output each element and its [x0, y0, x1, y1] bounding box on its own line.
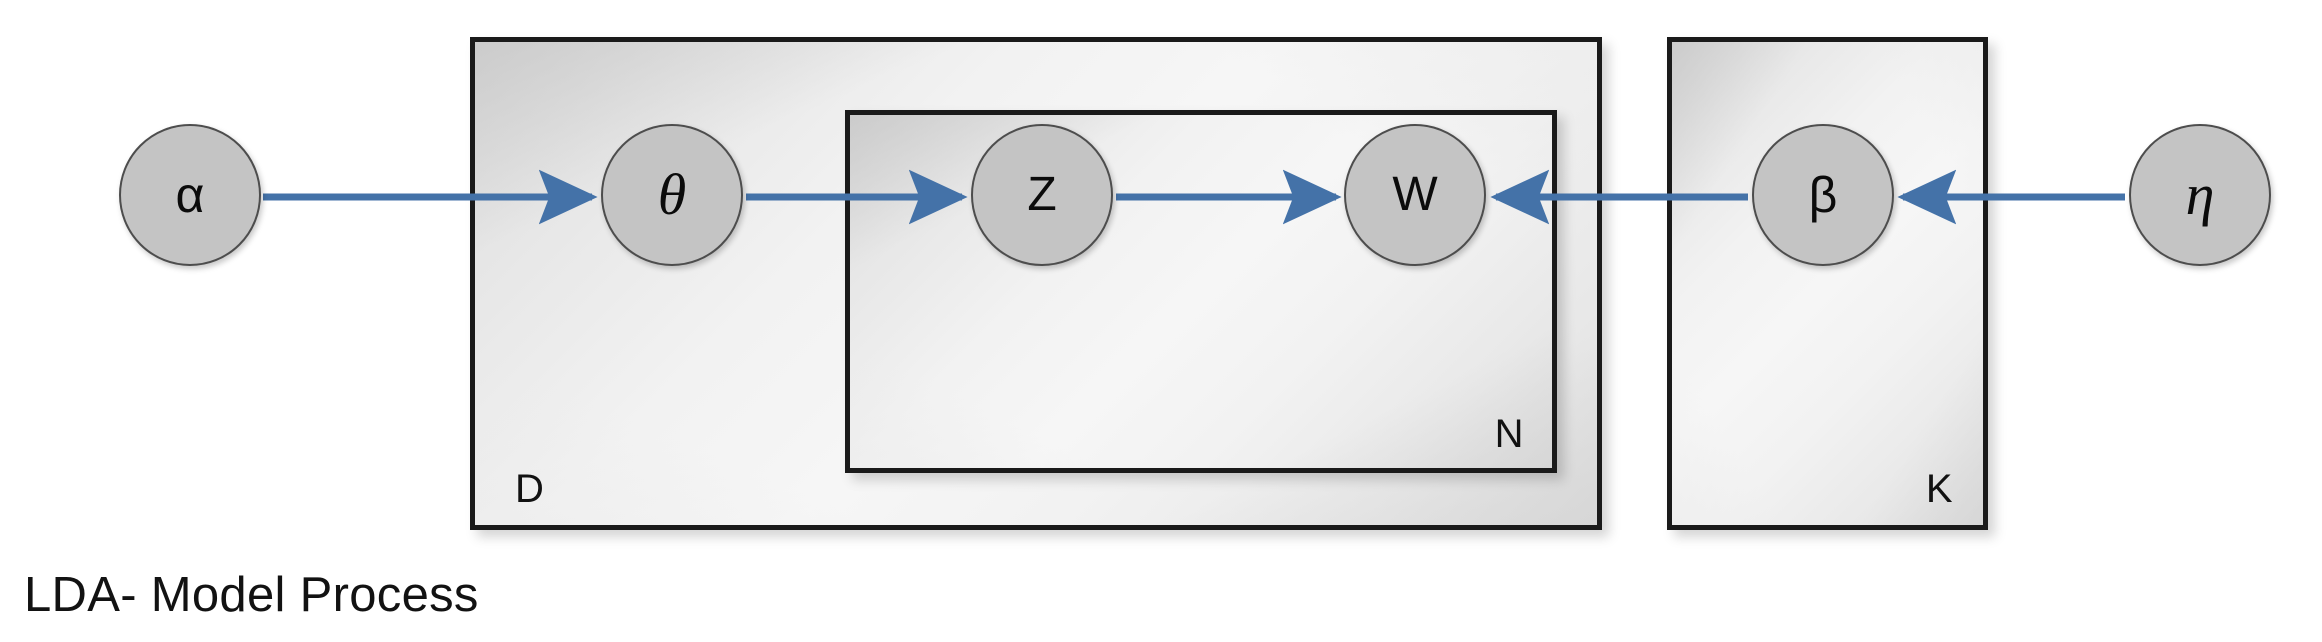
node-theta[interactable]: θ [601, 124, 743, 266]
node-theta-label: θ [657, 162, 687, 227]
node-eta-label: η [2185, 162, 2215, 227]
diagram-caption: LDA- Model Process [24, 568, 479, 622]
node-eta[interactable]: η [2129, 124, 2271, 266]
node-beta[interactable]: β [1752, 124, 1894, 266]
node-z[interactable]: Z [971, 124, 1113, 266]
node-z-label: Z [1027, 168, 1057, 221]
node-alpha-label: α [175, 167, 205, 223]
node-alpha[interactable]: α [119, 124, 261, 266]
plate-k-label: K [1925, 467, 1953, 511]
plate-d-label: D [515, 467, 545, 511]
node-beta-label: β [1808, 167, 1838, 223]
node-w[interactable]: W [1344, 124, 1486, 266]
node-w-label: W [1392, 168, 1438, 221]
